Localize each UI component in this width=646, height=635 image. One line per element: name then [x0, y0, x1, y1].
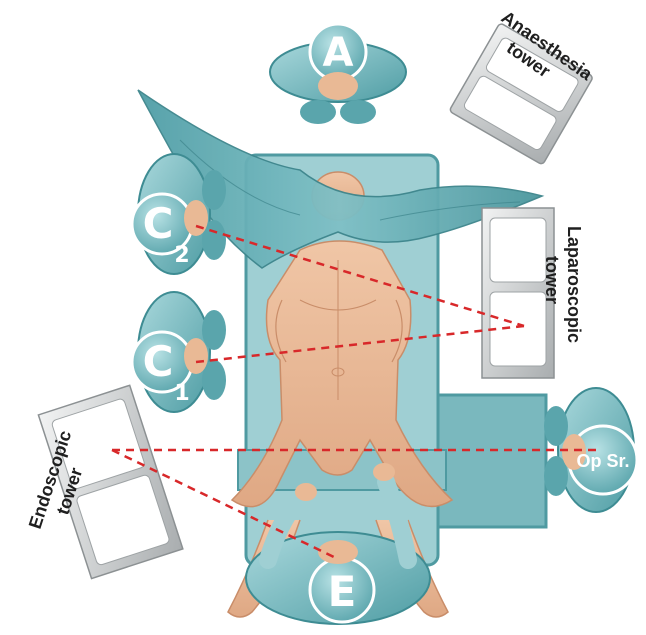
- anaesthetist-label: A: [323, 30, 354, 76]
- endoscopist-label: E: [328, 567, 357, 616]
- anaesthesia-tower: Anaesthesia tower: [449, 7, 600, 165]
- laparoscopic-tower-line1: Laparoscopic: [564, 226, 584, 343]
- laparoscopic-tower-line2: tower: [542, 256, 562, 304]
- operating-sister-label: Op Sr.: [576, 451, 629, 471]
- camera-assistant-1-figure: C 1: [132, 292, 226, 412]
- camera-assistant-1-index: 1: [174, 381, 189, 406]
- laparoscopic-tower: Laparoscopic tower: [482, 208, 584, 378]
- camera-assistant-2-letter: C: [143, 199, 174, 248]
- camera-assistant-2-index: 2: [174, 243, 189, 268]
- camera-assistant-1-letter: C: [143, 337, 174, 386]
- anaesthetist-figure: A: [270, 24, 406, 124]
- endoscopic-tower: Endoscopic tower: [25, 385, 183, 578]
